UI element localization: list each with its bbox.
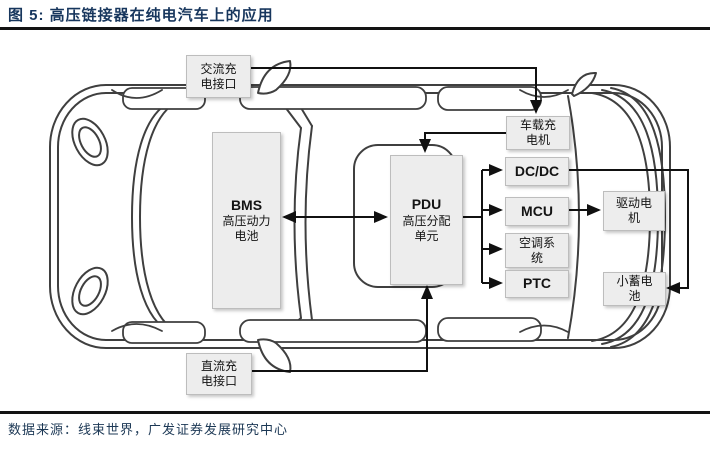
node-dc-charge-port: 直流充 电接口 <box>186 353 252 395</box>
node-label: 电机 <box>525 133 550 147</box>
node-label: 空调系 <box>518 235 555 250</box>
footer-rule <box>0 411 710 414</box>
data-source-note: 数据来源：线束世界，广发证券发展研究中心 <box>8 423 289 438</box>
node-label: 统 <box>530 250 543 265</box>
title-underline-rule <box>0 27 710 30</box>
node-label: PTC <box>523 275 551 292</box>
node-label: 机 <box>627 211 640 225</box>
node-label: BMS <box>230 196 263 213</box>
node-ptc: PTC <box>505 270 569 298</box>
node-label: 直流充 <box>200 359 237 373</box>
node-aux-battery: 小蓄电 池 <box>603 272 666 306</box>
node-bms-battery: BMS 高压动力 电池 <box>212 132 281 309</box>
node-pdu: PDU 高压分配 单元 <box>390 155 463 285</box>
node-label: 电接口 <box>200 76 237 91</box>
node-ac-charge-port: 交流充 电接口 <box>186 55 251 98</box>
link-acport-to-obc <box>248 67 542 114</box>
link-pdu-branch-trunk <box>461 170 483 283</box>
node-label: 高压分配 <box>402 213 451 228</box>
connector-lines <box>248 67 689 372</box>
node-label: 电接口 <box>200 374 237 388</box>
node-drive-motor: 驱动电 机 <box>603 191 665 231</box>
node-label: PDU <box>411 196 442 213</box>
figure-title: 图 5: 高压链接器在纯电汽车上的应用 <box>8 7 274 24</box>
node-label: 单元 <box>414 228 439 243</box>
node-label: 车载充 <box>519 118 556 132</box>
node-label: 小蓄电 <box>616 274 653 288</box>
link-dcport-to-pdu <box>250 285 433 372</box>
node-dcdc: DC/DC <box>505 157 569 186</box>
node-onboard-charger: 车载充 电机 <box>506 116 570 150</box>
node-label: 电池 <box>234 229 259 244</box>
node-label: 交流充 <box>200 61 237 76</box>
node-hvac-system: 空调系 统 <box>505 233 569 268</box>
node-label: DC/DC <box>514 162 560 179</box>
node-label: 驱动电 <box>615 196 652 210</box>
node-label: 池 <box>628 289 641 303</box>
node-label: 高压动力 <box>222 214 271 229</box>
link-dcdc-to-auxbattery <box>567 169 689 294</box>
node-mcu: MCU <box>505 197 569 226</box>
node-label: MCU <box>521 202 553 219</box>
link-obc-to-pdu <box>419 132 506 153</box>
